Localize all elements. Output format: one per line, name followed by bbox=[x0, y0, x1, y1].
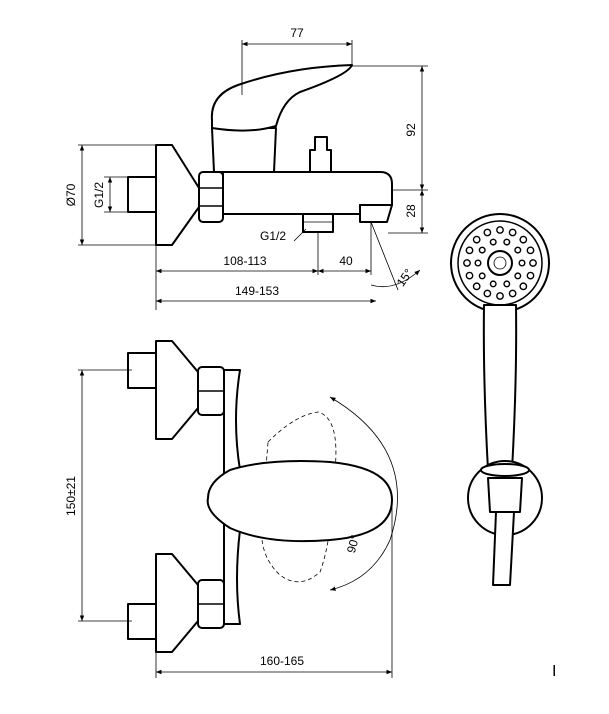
side-view bbox=[127, 64, 393, 246]
nozzle bbox=[472, 282, 481, 291]
dim-lever-height: 92 bbox=[404, 123, 418, 137]
dim-inlet-thread: G1/2 bbox=[92, 182, 106, 208]
nozzle bbox=[483, 228, 492, 237]
nozzle bbox=[514, 246, 522, 254]
corner-mark: I bbox=[552, 663, 556, 680]
nozzle bbox=[496, 292, 504, 300]
nozzle bbox=[519, 235, 528, 244]
top-inlet-stub bbox=[127, 352, 157, 389]
dim-overall-width: 160-165 bbox=[260, 654, 304, 668]
shower-hose bbox=[492, 511, 515, 586]
nozzle bbox=[489, 280, 497, 288]
shower-center-ring bbox=[487, 250, 513, 276]
shower-nozzles bbox=[463, 226, 537, 300]
dim-spout-height: 28 bbox=[404, 204, 418, 218]
lever-handle bbox=[210, 64, 353, 132]
bracket-collar bbox=[480, 463, 530, 477]
nozzle bbox=[465, 246, 474, 255]
nozzle bbox=[508, 289, 517, 298]
nozzle bbox=[478, 272, 486, 280]
nozzle bbox=[518, 259, 526, 267]
nozzle bbox=[503, 238, 511, 246]
nozzle bbox=[472, 235, 481, 244]
dim-outlet-to-spout: 40 bbox=[339, 254, 353, 268]
nozzle bbox=[496, 226, 504, 234]
dim-inlet-centres: 150±21 bbox=[64, 476, 78, 516]
nozzle bbox=[489, 238, 497, 246]
nozzle bbox=[508, 228, 517, 237]
nozzle bbox=[503, 280, 511, 288]
bracket-holder bbox=[487, 477, 523, 513]
nozzle bbox=[465, 271, 474, 280]
nozzle bbox=[463, 259, 471, 267]
top-flange bbox=[155, 340, 199, 440]
nozzle bbox=[514, 272, 522, 280]
bottom-inlet-stub bbox=[127, 603, 157, 640]
dim-outlet-thread: G1/2 bbox=[260, 229, 286, 243]
front-dimensions: 150±21 90° 160-165 bbox=[64, 369, 398, 678]
shower-handle bbox=[482, 304, 518, 471]
spout-outlet bbox=[359, 204, 393, 223]
shower-outlet bbox=[302, 213, 334, 233]
nozzle bbox=[526, 271, 535, 280]
dim-spout-angle: 15° bbox=[394, 266, 416, 289]
wall-flange bbox=[155, 144, 200, 246]
dim-lever-rotation: 90° bbox=[344, 533, 362, 554]
inlet-stub bbox=[127, 176, 157, 213]
hex-nut bbox=[198, 171, 224, 223]
dim-overall-depth: 149-153 bbox=[235, 284, 279, 298]
side-dimensions: 77 92 28 Ø70 G1/2 G1/2 108-113 40 bbox=[64, 26, 428, 310]
dim-wall-to-outlet: 108-113 bbox=[223, 254, 266, 268]
cartridge-housing bbox=[211, 127, 277, 173]
nozzle bbox=[529, 259, 537, 267]
nozzle bbox=[478, 246, 486, 254]
nozzle bbox=[526, 246, 535, 255]
hand-shower bbox=[450, 213, 550, 586]
dim-lever-reach: 77 bbox=[290, 26, 304, 40]
diverter-knob bbox=[309, 136, 332, 173]
front-view bbox=[127, 340, 393, 653]
nozzle bbox=[519, 282, 528, 291]
nozzle bbox=[483, 289, 492, 298]
dim-flange-diameter: Ø70 bbox=[64, 183, 78, 206]
bottom-flange bbox=[155, 553, 199, 653]
lever-front bbox=[206, 460, 393, 543]
nozzle bbox=[474, 259, 482, 267]
